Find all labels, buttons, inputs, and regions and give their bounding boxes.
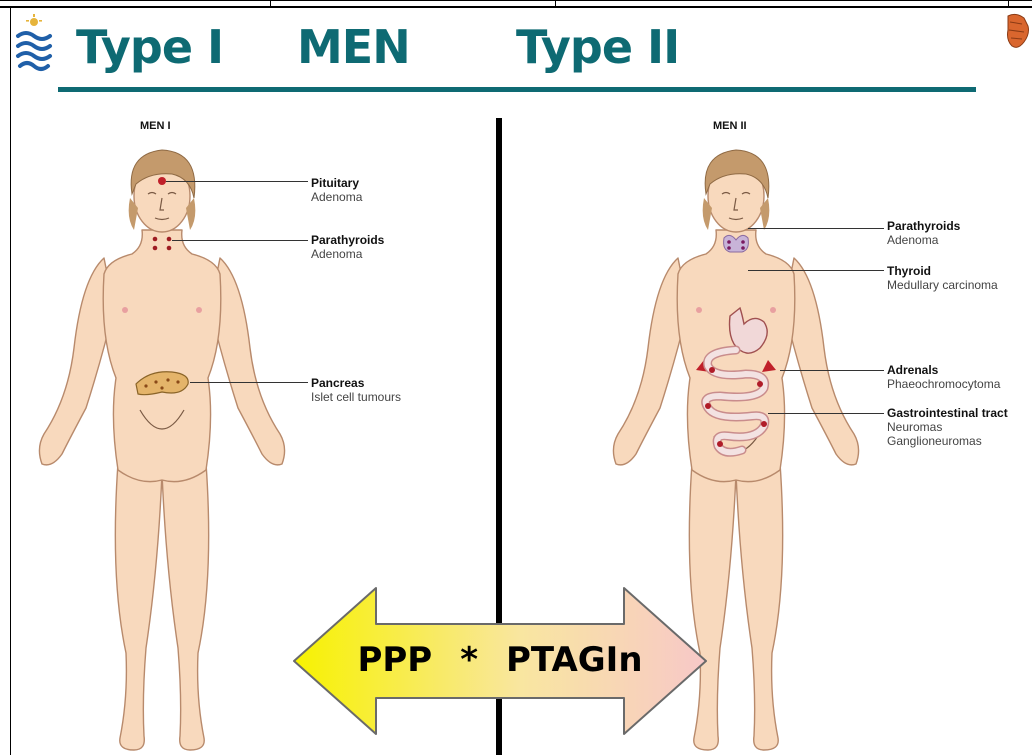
leader-line bbox=[190, 382, 308, 383]
leader-line bbox=[768, 413, 884, 414]
mnemonic-men-one: PPP bbox=[357, 640, 432, 680]
university-crest-icon bbox=[14, 14, 54, 76]
title-type-one: Type I bbox=[76, 20, 223, 74]
mnemonic-text: PPP * PTAGIn bbox=[290, 640, 710, 680]
label-gastrointestinal-tract: Gastrointestinal tract Neuromas Ganglion… bbox=[887, 406, 1008, 448]
slide-top-border bbox=[0, 0, 1032, 8]
lobster-icon bbox=[1002, 12, 1032, 52]
top-border-tick bbox=[555, 0, 556, 8]
mnemonic-men-two: PTAGIn bbox=[506, 640, 643, 680]
title-underline bbox=[58, 87, 976, 92]
leader-line bbox=[166, 181, 308, 182]
leader-line bbox=[780, 370, 884, 371]
title-men: MEN bbox=[297, 20, 410, 74]
slide-left-border bbox=[10, 8, 11, 755]
label-pancreas: Pancreas Islet cell tumours bbox=[311, 376, 401, 404]
leader-line bbox=[748, 228, 884, 229]
label-adrenals: Adrenals Phaeochromocytoma bbox=[887, 363, 1000, 391]
title-type-two: Type II bbox=[516, 20, 679, 74]
leader-line bbox=[748, 270, 884, 271]
top-border-tick bbox=[1008, 0, 1009, 8]
pituitary-marker bbox=[158, 177, 166, 185]
label-thyroid: Thyroid Medullary carcinoma bbox=[887, 264, 998, 292]
label-parathyroids-men-two: Parathyroids Adenoma bbox=[887, 219, 960, 247]
label-parathyroids-men-one: Parathyroids Adenoma bbox=[311, 233, 384, 261]
panel-heading-men-two: MEN II bbox=[713, 120, 747, 132]
human-figure-men-one bbox=[22, 138, 322, 755]
label-pituitary: Pituitary Adenoma bbox=[311, 176, 362, 204]
mnemonic-separator: * bbox=[460, 640, 478, 680]
leader-line bbox=[172, 240, 308, 241]
panel-heading-men-one: MEN I bbox=[140, 120, 171, 132]
top-border-tick bbox=[270, 0, 271, 8]
